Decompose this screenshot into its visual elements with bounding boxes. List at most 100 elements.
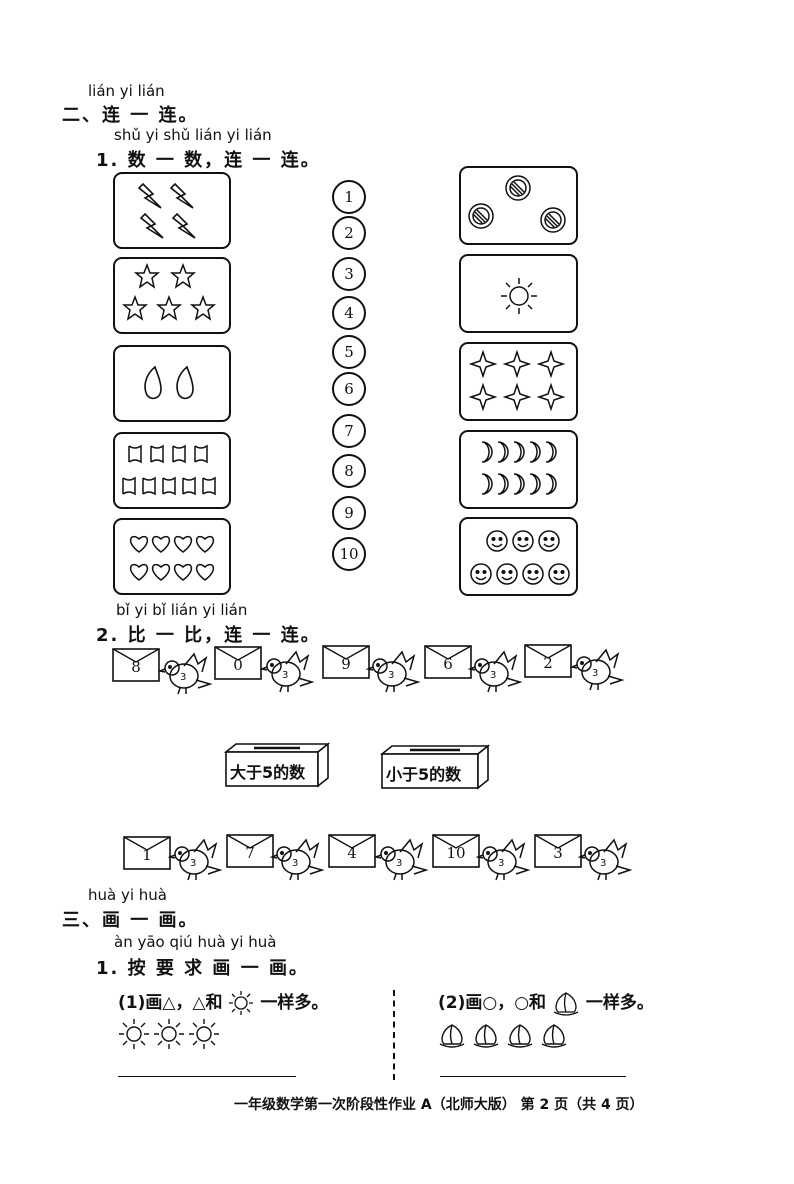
- envelope-number: 1: [142, 846, 152, 864]
- envelope-icon: [424, 645, 472, 679]
- svg-text:3: 3: [498, 858, 504, 869]
- bird-icon: 3: [475, 836, 532, 882]
- crescent-moon-icons: [481, 441, 557, 495]
- flags-box[interactable]: [113, 432, 231, 509]
- bird-icon: 3: [577, 836, 634, 882]
- stars-box[interactable]: [113, 257, 231, 334]
- heart-icons: [129, 535, 215, 581]
- number-circle-7[interactable]: 7: [332, 414, 366, 448]
- envelope-number: 4: [347, 844, 357, 862]
- envelope-icon: [214, 646, 262, 680]
- envelope-icon: [534, 834, 582, 868]
- svg-text:3: 3: [282, 670, 288, 681]
- envelope-bottom-4[interactable]: 10: [432, 834, 480, 868]
- envelope-top-4[interactable]: 6: [424, 645, 472, 679]
- peach-icons: [439, 1024, 567, 1048]
- bird-icon: 3: [569, 646, 626, 692]
- envelope-number: 7: [245, 844, 255, 862]
- bird-icon: 3: [269, 836, 326, 882]
- sparkles-box[interactable]: [459, 342, 578, 421]
- envelope-number: 10: [446, 844, 466, 862]
- svg-text:3: 3: [600, 858, 606, 869]
- envelope-bottom-2[interactable]: 7: [226, 834, 274, 868]
- q3-part2-text: (2)画○，○和 一样多。: [438, 988, 654, 1016]
- bird-icon: 3: [467, 648, 524, 694]
- q3-part1-suffix: 一样多。: [260, 993, 329, 1013]
- mailbox-greater-than-5[interactable]: 大于5的数: [223, 742, 331, 788]
- number-circle-1[interactable]: 1: [332, 180, 366, 214]
- envelope-icon: [524, 644, 572, 678]
- envelope-top-3[interactable]: 9: [322, 645, 370, 679]
- number-circle-2[interactable]: 2: [332, 216, 366, 250]
- number-circle-6[interactable]: 6: [332, 372, 366, 406]
- buttons-box[interactable]: [459, 166, 578, 245]
- svg-text:3: 3: [592, 668, 598, 679]
- q3-part1-text: (1)画△，△和 一样多。: [118, 988, 328, 1016]
- q3-pinyin: àn yāo qiú huà yi huà: [114, 933, 277, 951]
- star-icons: [121, 262, 217, 321]
- section3-pinyin: huà yi huà: [88, 886, 167, 904]
- sun-icons: [119, 1019, 219, 1049]
- sun-box[interactable]: [459, 254, 578, 333]
- mailbox-icon: [379, 744, 491, 790]
- q2-pinyin: bǐ yi bǐ lián yi lián: [116, 601, 248, 619]
- peach-icon: [553, 992, 579, 1016]
- smiley-face-icons: [470, 530, 570, 585]
- q3-title: 1. 按 要 求 画 一 画。: [96, 958, 309, 979]
- answer-line-1[interactable]: [118, 1076, 296, 1077]
- number-circle-10[interactable]: 10: [332, 537, 366, 571]
- envelope-icon: [112, 648, 160, 682]
- drops-box[interactable]: [113, 345, 231, 422]
- number-circle-8[interactable]: 8: [332, 454, 366, 488]
- svg-text:3: 3: [190, 858, 196, 869]
- sun-icon: [501, 278, 537, 314]
- lightning-box[interactable]: [113, 172, 231, 249]
- envelope-icon: [328, 834, 376, 868]
- answer-line-2[interactable]: [440, 1076, 626, 1077]
- envelope-icon: [123, 836, 171, 870]
- moons-box[interactable]: [459, 430, 578, 509]
- q3-part2-prefix: (2)画○，○和: [438, 993, 547, 1013]
- number-circle-9[interactable]: 9: [332, 496, 366, 530]
- envelope-bottom-3[interactable]: 4: [328, 834, 376, 868]
- q2-title: 2. 比 一 比，连 一 连。: [96, 625, 321, 646]
- hearts-box[interactable]: [113, 518, 231, 595]
- mailbox-right-label: 小于5的数: [386, 765, 462, 784]
- envelope-number: 2: [543, 654, 553, 672]
- section2-title: 二、连 一 连。: [62, 105, 199, 126]
- envelope-top-2[interactable]: 0: [214, 646, 262, 680]
- number-circle-5[interactable]: 5: [332, 335, 366, 369]
- sun-icon: [229, 991, 254, 1015]
- bird-icon: 3: [157, 650, 214, 696]
- svg-text:3: 3: [292, 858, 298, 869]
- q1-title: 1. 数 一 数，连 一 连。: [96, 150, 321, 171]
- number-circle-3[interactable]: 3: [332, 257, 366, 291]
- envelope-bottom-5[interactable]: 3: [534, 834, 582, 868]
- envelope-icon: [322, 645, 370, 679]
- section2-pinyin: lián yi lián: [88, 82, 165, 100]
- peach-row: [436, 1020, 576, 1058]
- envelope-bottom-1[interactable]: 1: [123, 836, 171, 870]
- svg-text:3: 3: [396, 858, 402, 869]
- sun-row: [118, 1016, 228, 1056]
- bird-icon: 3: [259, 648, 316, 694]
- bird-icon: 3: [373, 836, 430, 882]
- smileys-box[interactable]: [459, 517, 578, 596]
- bird-icon: 3: [167, 836, 224, 882]
- round-badge-icons: [468, 175, 566, 233]
- drop-icons: [144, 365, 194, 400]
- q3-part2-suffix: 一样多。: [585, 993, 654, 1013]
- dashed-divider: [393, 990, 395, 1080]
- envelope-top-1[interactable]: 8: [112, 648, 160, 682]
- envelope-top-5[interactable]: 2: [524, 644, 572, 678]
- envelope-number: 3: [553, 844, 563, 862]
- envelope-number: 6: [443, 655, 453, 673]
- lightning-icons: [137, 182, 196, 239]
- q3-part1-prefix: (1)画△，△和: [118, 993, 223, 1013]
- bird-icon: 3: [365, 648, 422, 694]
- svg-text:3: 3: [180, 672, 186, 683]
- mailbox-less-than-5[interactable]: 小于5的数: [379, 744, 491, 790]
- flag-icons: [122, 444, 216, 496]
- number-circle-4[interactable]: 4: [332, 296, 366, 330]
- page-footer: 一年级数学第一次阶段性作业 A（北师大版） 第 2 页（共 4 页）: [234, 1097, 644, 1113]
